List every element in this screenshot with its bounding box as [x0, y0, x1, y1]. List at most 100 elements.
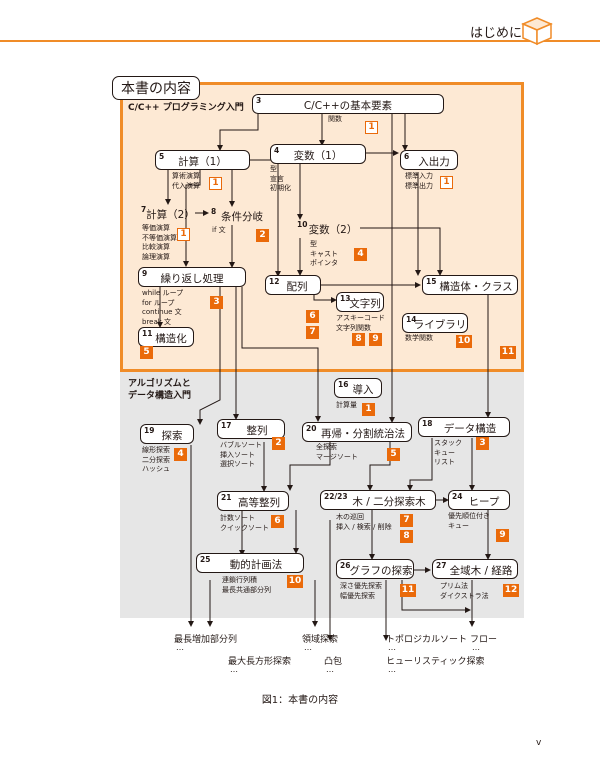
node-number: 17 [221, 421, 232, 430]
ellipsis: … [176, 643, 184, 652]
badge-volume: 1 [209, 177, 222, 190]
node-chapter-25: 25 動的計画法 [196, 553, 304, 573]
node-title: ヒープ [468, 496, 500, 508]
node-7-topics: 等価演算 不等価演算 比較演算 論理演算 [142, 224, 177, 261]
node-title: 再帰・分割統治法 [321, 428, 405, 440]
advanced-topic: 領域探索 [302, 635, 339, 645]
node-title: 入出力 [418, 156, 450, 168]
node-title: C/C++の基本要素 [303, 100, 393, 112]
advanced-topic: トポロジカルソート [386, 635, 468, 645]
node-number: 10 [297, 220, 308, 229]
node-chapter-21: 21 高等整列 [217, 491, 289, 511]
advanced-topic: 最大長方形探索 [228, 657, 292, 667]
node-number: 16 [338, 380, 349, 389]
badge-volume: 5 [387, 448, 400, 461]
page-number: v [536, 738, 542, 748]
node-16-topics: 計算量 [336, 401, 357, 409]
node-chapter-9: 9 繰り返し処理 [138, 267, 246, 287]
node-chapter-7: 7 計算（2） [138, 204, 195, 224]
node-4-topics: 型 宣言 初期化 [270, 165, 291, 192]
node-19-topics: 線形探索 二分探索 ハッシュ [142, 446, 170, 473]
node-chapter-12: 12 配列 [265, 275, 321, 295]
node-title: 計算（1） [178, 156, 227, 168]
node-number: 26 [340, 561, 351, 570]
node-chapter-8: 8 条件分岐 [208, 206, 268, 226]
node-title: 変数（2） [308, 224, 358, 236]
node-title: 計算（2） [146, 209, 195, 221]
node-24-topics: 優先順位付き キュー [448, 512, 490, 530]
ellipsis: … [230, 665, 238, 674]
badge-volume: 11 [500, 346, 516, 359]
node-chapter-10: 10 変数（2） [294, 219, 362, 239]
node-title: 構造体・クラス [439, 281, 513, 293]
badge-volume: 8 [400, 530, 413, 543]
node-22-topics: 木の巡回 挿入 / 検索 / 削除 [336, 513, 392, 531]
node-17-topics: バブルソート 挿入ソート 選択ソート [220, 441, 262, 468]
badge-volume: 8 [352, 333, 365, 346]
badge-volume: 3 [210, 296, 223, 309]
node-number: 15 [426, 277, 437, 286]
node-number: 21 [221, 493, 232, 502]
node-title: 条件分岐 [221, 211, 263, 223]
node-number: 3 [256, 96, 262, 105]
node-14-topics: 数学関数 [405, 334, 433, 342]
node-25-topics: 連鎖行列積 最長共通部分列 [222, 576, 271, 594]
node-13-topics: アスキーコード 文字列関数 [336, 314, 385, 332]
node-3-topics: 関数 [328, 115, 342, 123]
badge-volume: 10 [456, 335, 472, 348]
badge-volume: 12 [503, 584, 519, 597]
node-chapter-20: 20 再帰・分割統治法 [302, 422, 412, 442]
badge-volume: 7 [400, 514, 413, 527]
node-chapter-24: 24 ヒープ [448, 490, 510, 510]
badge-volume: 1 [365, 121, 378, 134]
badge-volume: 2 [272, 437, 285, 450]
header-rule [0, 40, 600, 42]
badge-volume: 9 [369, 333, 382, 346]
node-chapter-16: 16 導入 [334, 378, 382, 398]
node-chapter-19: 19 探索 [140, 424, 194, 444]
node-9-topics: while ループ for ループ continue 文 break 文 [142, 289, 184, 326]
node-number: 4 [274, 146, 280, 155]
node-number: 24 [452, 492, 463, 501]
header-title: はじめに [470, 26, 523, 41]
node-chapter-4: 4 変数（1） [270, 144, 366, 164]
node-number: 18 [422, 419, 433, 428]
node-title: データ構造 [443, 423, 497, 435]
node-chapter-14: 14 ライブラリ [402, 313, 468, 333]
badge-volume: 6 [306, 310, 319, 323]
node-title: 文字列 [349, 298, 381, 310]
badge-volume: 3 [476, 437, 489, 450]
cube-icon [521, 17, 553, 46]
node-number: 8 [211, 207, 217, 216]
node-chapter-18: 18 データ構造 [418, 417, 510, 437]
node-chapter-6: 6 入出力 [400, 150, 458, 170]
node-27-topics: プリム法 ダイクストラ法 [440, 582, 489, 600]
node-chapter-27: 27 全域木 / 経路 [432, 559, 518, 579]
section-algorithms-label: アルゴリズムと データ構造入門 [128, 379, 192, 401]
node-number: 6 [404, 152, 410, 161]
node-number: 11 [142, 329, 153, 338]
node-title: ライブラリ [413, 319, 467, 331]
advanced-topic: ヒューリスティック探索 [386, 657, 485, 667]
advanced-topic: 凸包 [324, 657, 343, 667]
ellipsis: … [304, 643, 312, 652]
node-20-topics: 全探索 マージソート [316, 443, 358, 461]
badge-volume: 4 [174, 448, 187, 461]
badge-volume: 11 [400, 584, 416, 597]
node-title: 変数（1） [293, 150, 343, 162]
node-chapter-11: 11 構造化 [138, 327, 194, 347]
node-number: 7 [141, 205, 147, 214]
node-title: 構造化 [155, 333, 187, 345]
node-title: 導入 [352, 384, 374, 396]
node-number: 12 [269, 277, 280, 286]
node-10-topics: 型 キャスト ポインタ [310, 240, 338, 267]
badge-volume: 4 [354, 248, 367, 261]
node-chapter-15: 15 構造体・クラス [422, 275, 518, 295]
ellipsis: … [326, 665, 334, 674]
advanced-topic: フロー [470, 635, 498, 645]
node-18-topics: スタック キュー リスト [434, 439, 462, 466]
ellipsis: … [388, 665, 396, 674]
node-title: 探索 [161, 430, 183, 442]
node-number: 13 [340, 294, 351, 303]
node-title: 全域木 / 経路 [449, 565, 513, 577]
